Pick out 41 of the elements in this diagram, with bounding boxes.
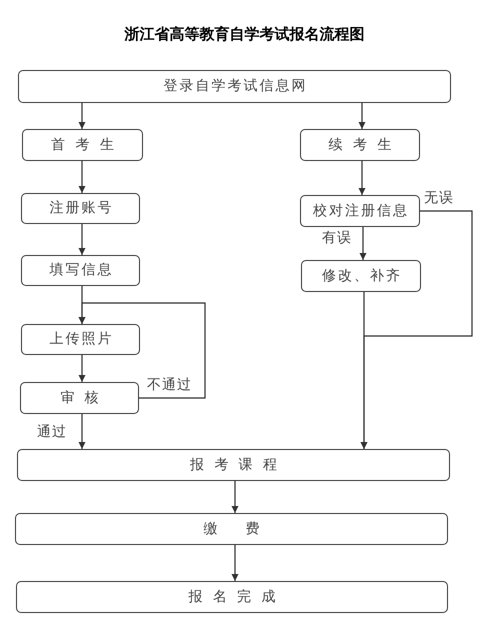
process-box (15, 513, 448, 545)
step-label: 登录自学考试信息网 (162, 78, 308, 95)
process-box (17, 449, 450, 481)
step-label: 缴 费 (202, 520, 263, 538)
arrow (358, 103, 366, 129)
process-box (300, 129, 420, 161)
arrow (78, 224, 86, 255)
arrow (78, 355, 86, 382)
edge-label: 通过 (37, 424, 67, 440)
process-box (301, 260, 421, 292)
arrow (232, 481, 238, 513)
arrow (358, 161, 366, 195)
arrow (360, 227, 366, 260)
arrow (78, 103, 86, 129)
arrow (78, 414, 86, 449)
step-label: 报 考 课 程 (188, 456, 280, 474)
step-label: 首 考 生 (50, 136, 117, 154)
arrow (78, 302, 206, 399)
arrow (360, 292, 368, 449)
step-label: 校对注册信息 (312, 202, 409, 220)
process-box (20, 382, 139, 414)
process-box (18, 70, 451, 103)
step-label: 报 名 完 成 (187, 588, 279, 606)
process-box (300, 195, 420, 227)
process-box (22, 129, 143, 161)
edge-label: 有误 (322, 230, 352, 246)
step-label: 续 考 生 (328, 136, 394, 154)
arrow (232, 545, 238, 581)
process-box (16, 581, 448, 613)
step-label: 注册账号 (48, 200, 114, 217)
step-label: 上传照片 (48, 331, 114, 348)
edge-label: 无误 (424, 190, 454, 206)
edge-label: 不通过 (147, 377, 192, 393)
process-box (21, 324, 140, 355)
process-box (21, 255, 140, 286)
step-label: 填写信息 (48, 262, 114, 279)
step-label: 审 核 (59, 390, 102, 406)
process-box (21, 193, 140, 224)
title: 浙江省高等教育自学考试报名流程图 (124, 25, 366, 43)
arrow (78, 161, 86, 193)
step-label: 修改、补齐 (321, 268, 402, 284)
